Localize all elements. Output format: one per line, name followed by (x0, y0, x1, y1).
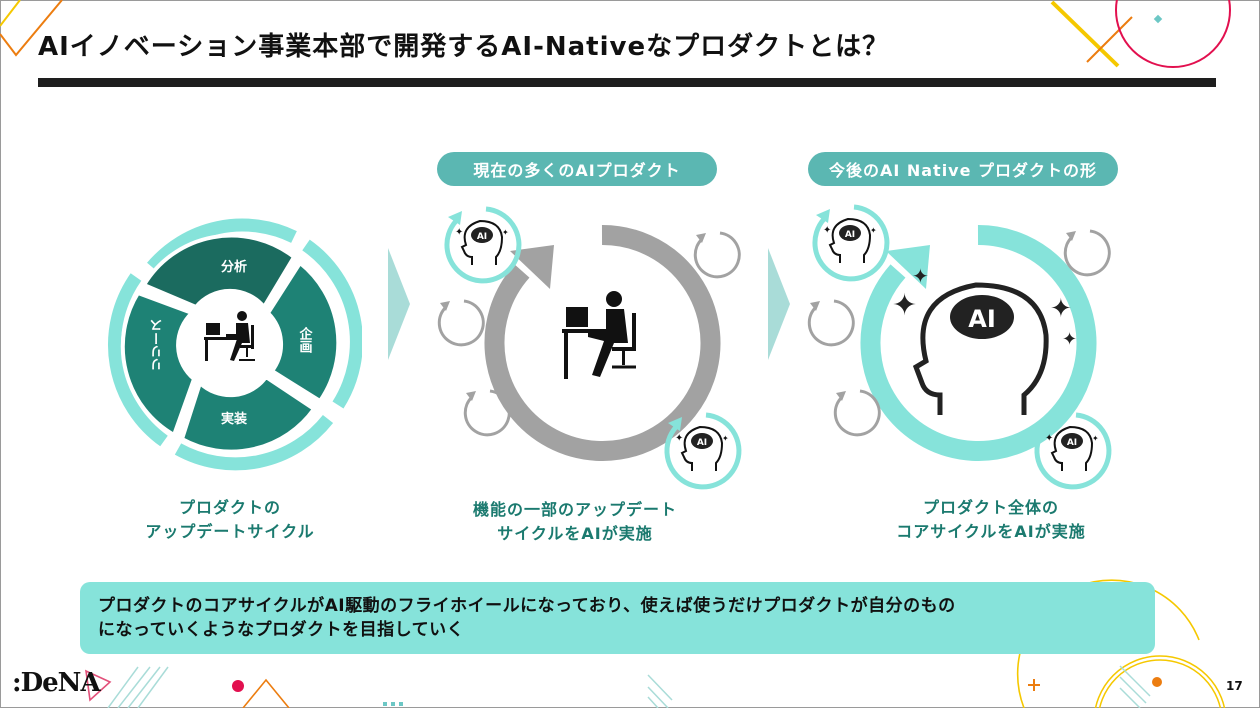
slide-title: AIイノベーション事業本部で開発するAI-Nativeなプロダクトとは？ (38, 32, 890, 62)
arrow-right-icon (388, 248, 410, 360)
header-ai-native-products: 今後のAI Native プロダクトの形 (808, 152, 1118, 186)
dena-logo: :DeNA (12, 668, 101, 698)
svg-text:✦: ✦ (870, 226, 877, 235)
person-at-desk-icon (204, 311, 255, 361)
segment-label-analysis: 分析 (221, 259, 247, 275)
svg-text:AI: AI (1067, 438, 1077, 448)
page-number: 17 (1226, 679, 1243, 693)
right-caption-line2: コアサイクルをAIが実施 (896, 522, 1086, 541)
update-cycle-diagram: 分析 企画 実装 リリース (108, 218, 362, 471)
left-caption-line1: プロダクトの (178, 498, 281, 517)
svg-text:✦: ✦ (912, 264, 929, 288)
ai-cycle-badge: AI ✦ ✦ (1034, 412, 1112, 490)
svg-text:✦: ✦ (892, 288, 917, 323)
left-caption-line2: アップデートサイクル (145, 522, 315, 541)
ai-cycle-badge: AI ✦ ✦ (664, 412, 742, 490)
ai-cycle-badge: AI ✦ ✦ (812, 204, 890, 282)
current-ai-product-diagram: AI ✦ ✦ AI ✦ ✦ (437, 206, 742, 490)
summary-line2: になっていくようなプロダクトを目指していく (98, 620, 465, 640)
svg-text:AI: AI (477, 232, 487, 242)
arrow-right-icon (768, 248, 790, 360)
svg-text:AI: AI (968, 305, 996, 333)
middle-caption-line1: 機能の一部のアップデート (472, 500, 677, 519)
ai-head-icon: AI ✦ ✦ (675, 425, 729, 471)
segment-label-release: リリース (151, 319, 166, 371)
svg-text:✦: ✦ (823, 225, 831, 236)
summary-text: プロダクトのコアサイクルがAI駆動のフライホイールになっており、使えば使うだけプ… (98, 594, 956, 642)
ai-head-icon: AI ✦ ✦ ✦ ✦ (892, 264, 1077, 415)
person-at-desk-icon (562, 291, 636, 379)
summary-box: プロダクトのコアサイクルがAI駆動のフライホイールになっており、使えば使うだけプ… (80, 582, 1155, 654)
svg-text:✦: ✦ (1062, 329, 1077, 350)
segment-label-implementation: 実装 (221, 411, 247, 427)
ai-native-product-diagram: AI ✦ ✦ ✦ ✦ AI ✦ ✦ AI ✦ ✦ (807, 204, 1112, 490)
svg-text:✦: ✦ (675, 433, 683, 444)
summary-line1: プロダクトのコアサイクルがAI駆動のフライホイールになっており、使えば使うだけプ… (98, 596, 956, 616)
svg-text:✦: ✦ (502, 228, 509, 237)
left-caption: プロダクトの アップデートサイクル (110, 496, 350, 544)
svg-text:✦: ✦ (1050, 294, 1072, 324)
ai-head-icon: AI ✦ ✦ (455, 219, 509, 265)
svg-text:✦: ✦ (1045, 433, 1053, 444)
right-caption: プロダクト全体の コアサイクルをAIが実施 (856, 496, 1126, 544)
ai-head-icon: AI ✦ ✦ (823, 217, 877, 263)
svg-text:✦: ✦ (722, 434, 729, 443)
title-underline (38, 78, 1216, 87)
ai-head-icon: AI ✦ ✦ (1045, 425, 1099, 471)
middle-caption: 機能の一部のアップデート サイクルをAIが実施 (440, 498, 710, 546)
middle-caption-line2: サイクルをAIが実施 (497, 524, 653, 543)
svg-text:AI: AI (845, 230, 855, 240)
svg-text:✦: ✦ (455, 227, 463, 238)
segment-label-planning: 企画 (297, 326, 314, 354)
svg-text:✦: ✦ (1092, 434, 1099, 443)
header-current-ai-products: 現在の多くのAIプロダクト (437, 152, 717, 186)
right-caption-line1: プロダクト全体の (922, 498, 1059, 517)
ai-cycle-badge: AI ✦ ✦ (444, 206, 522, 284)
svg-text:AI: AI (697, 438, 707, 448)
